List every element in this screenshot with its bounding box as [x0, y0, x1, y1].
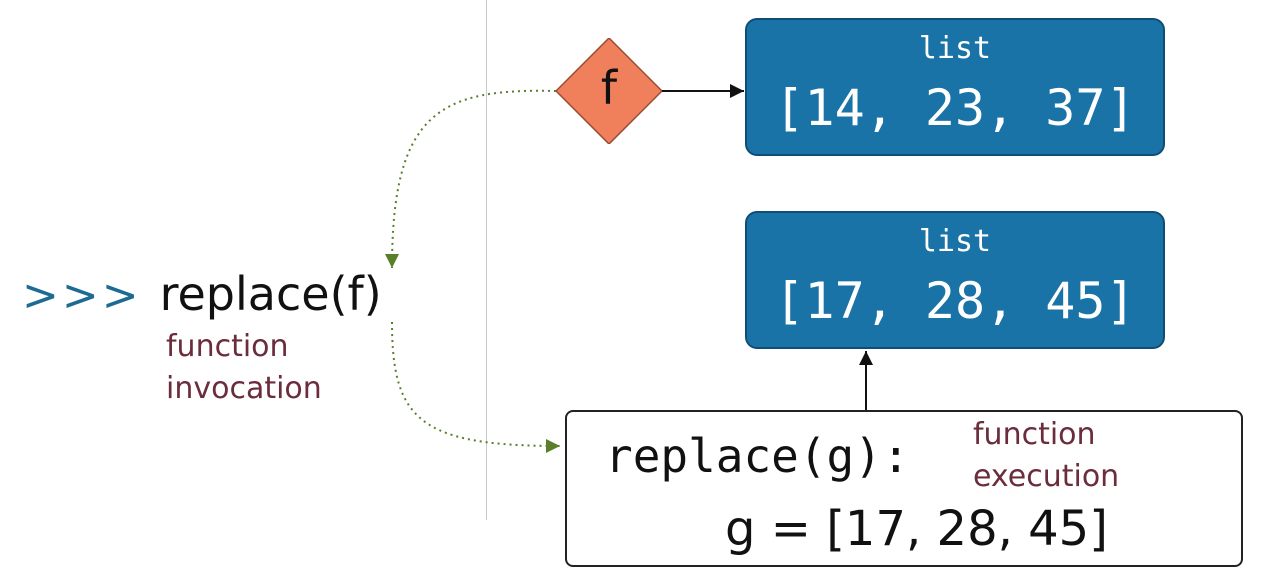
invocation-annotation-line1: function: [166, 329, 289, 364]
prompt-symbol: >>>: [22, 270, 142, 321]
interpreter-prompt: >>> replace(f): [22, 262, 382, 326]
list-type-label: list: [918, 31, 992, 66]
function-call: replace(f): [159, 267, 382, 321]
invocation-annotation: function invocation: [166, 326, 322, 410]
variable-name: f: [600, 61, 618, 115]
list-values: [14, 23, 37]: [774, 79, 1136, 137]
global-variable-f: f: [554, 36, 664, 146]
flow-arrow-variable-to-call: [385, 89, 557, 269]
execution-annotation-line2: execution: [973, 459, 1120, 494]
list-object-original: list [14, 23, 37]: [745, 18, 1165, 156]
execution-annotation-line1: function: [973, 417, 1096, 452]
list-values: [17, 28, 45]: [774, 272, 1136, 330]
function-frame: replace(g): function execution g = [17, …: [565, 410, 1243, 567]
list-object-new: list [17, 28, 45]: [745, 211, 1165, 349]
frame-header: replace(g):: [605, 429, 910, 483]
flow-arrow-call-to-frame: [391, 321, 561, 453]
frame-divider-line: [486, 0, 487, 520]
list-type-label: list: [918, 224, 992, 259]
invocation-annotation-line2: invocation: [166, 371, 322, 406]
execution-annotation: function execution: [973, 414, 1119, 498]
frame-assignment: g = [17, 28, 45]: [725, 501, 1108, 557]
